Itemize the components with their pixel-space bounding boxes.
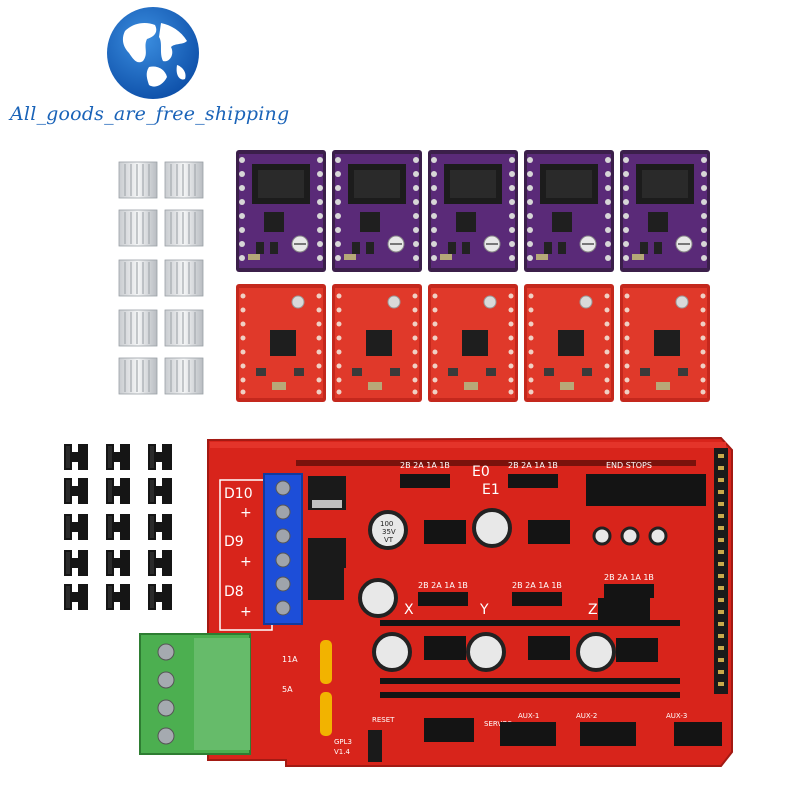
label-y: Y: [479, 602, 489, 618]
ramps-board: D10 + D9 + D8 + E0 E1 X Y Z END STOPS 2B…: [139, 436, 733, 767]
cap-label-bot: VT: [384, 536, 394, 544]
pin-label-4: 2B 2A 1A 1B: [512, 581, 562, 590]
label-end-stops: END STOPS: [606, 461, 652, 470]
aux3-label: AUX-3: [666, 712, 687, 720]
pin-label-5: 2B 2A 1A 1B: [604, 573, 654, 582]
fuse-11a-label: 11A: [282, 655, 298, 664]
cap-label-top: 100: [380, 520, 393, 528]
capacitor-group: [358, 508, 668, 672]
pin-label-3: 2B 2A 1A 1B: [418, 581, 468, 590]
servos-label: SERVOS: [484, 720, 513, 728]
pin-label-1: 2B 2A 1A 1B: [400, 461, 450, 470]
label-d10: D10: [224, 486, 253, 502]
label-d9: D9: [224, 534, 244, 550]
reset-label: RESET: [372, 716, 395, 724]
label-d8: D8: [224, 584, 244, 600]
label-z: Z: [588, 602, 598, 618]
right-header: [714, 448, 728, 694]
blue-terminal: [263, 473, 303, 625]
cap-label-mid: 35V: [382, 528, 396, 536]
version-label: V1.4: [334, 748, 350, 756]
brand-tagline: All_goods_are_free_shipping: [10, 103, 290, 125]
svg-text:+: +: [240, 604, 252, 620]
fuse-5a-label: 5A: [282, 685, 293, 694]
globe-logo: [107, 7, 199, 99]
label-e0: E0: [472, 464, 490, 480]
svg-text:+: +: [240, 554, 252, 570]
aux2-label: AUX-2: [576, 712, 597, 720]
aux1-label: AUX-1: [518, 712, 539, 720]
label-e1: E1: [482, 482, 500, 498]
svg-text:+: +: [240, 505, 252, 521]
heatsink-group: [118, 161, 204, 395]
gpl-label: GPL3: [334, 738, 352, 746]
label-x: X: [404, 602, 414, 618]
stepper-driver-group: [235, 149, 711, 403]
pin-label-2: 2B 2A 1A 1B: [508, 461, 558, 470]
